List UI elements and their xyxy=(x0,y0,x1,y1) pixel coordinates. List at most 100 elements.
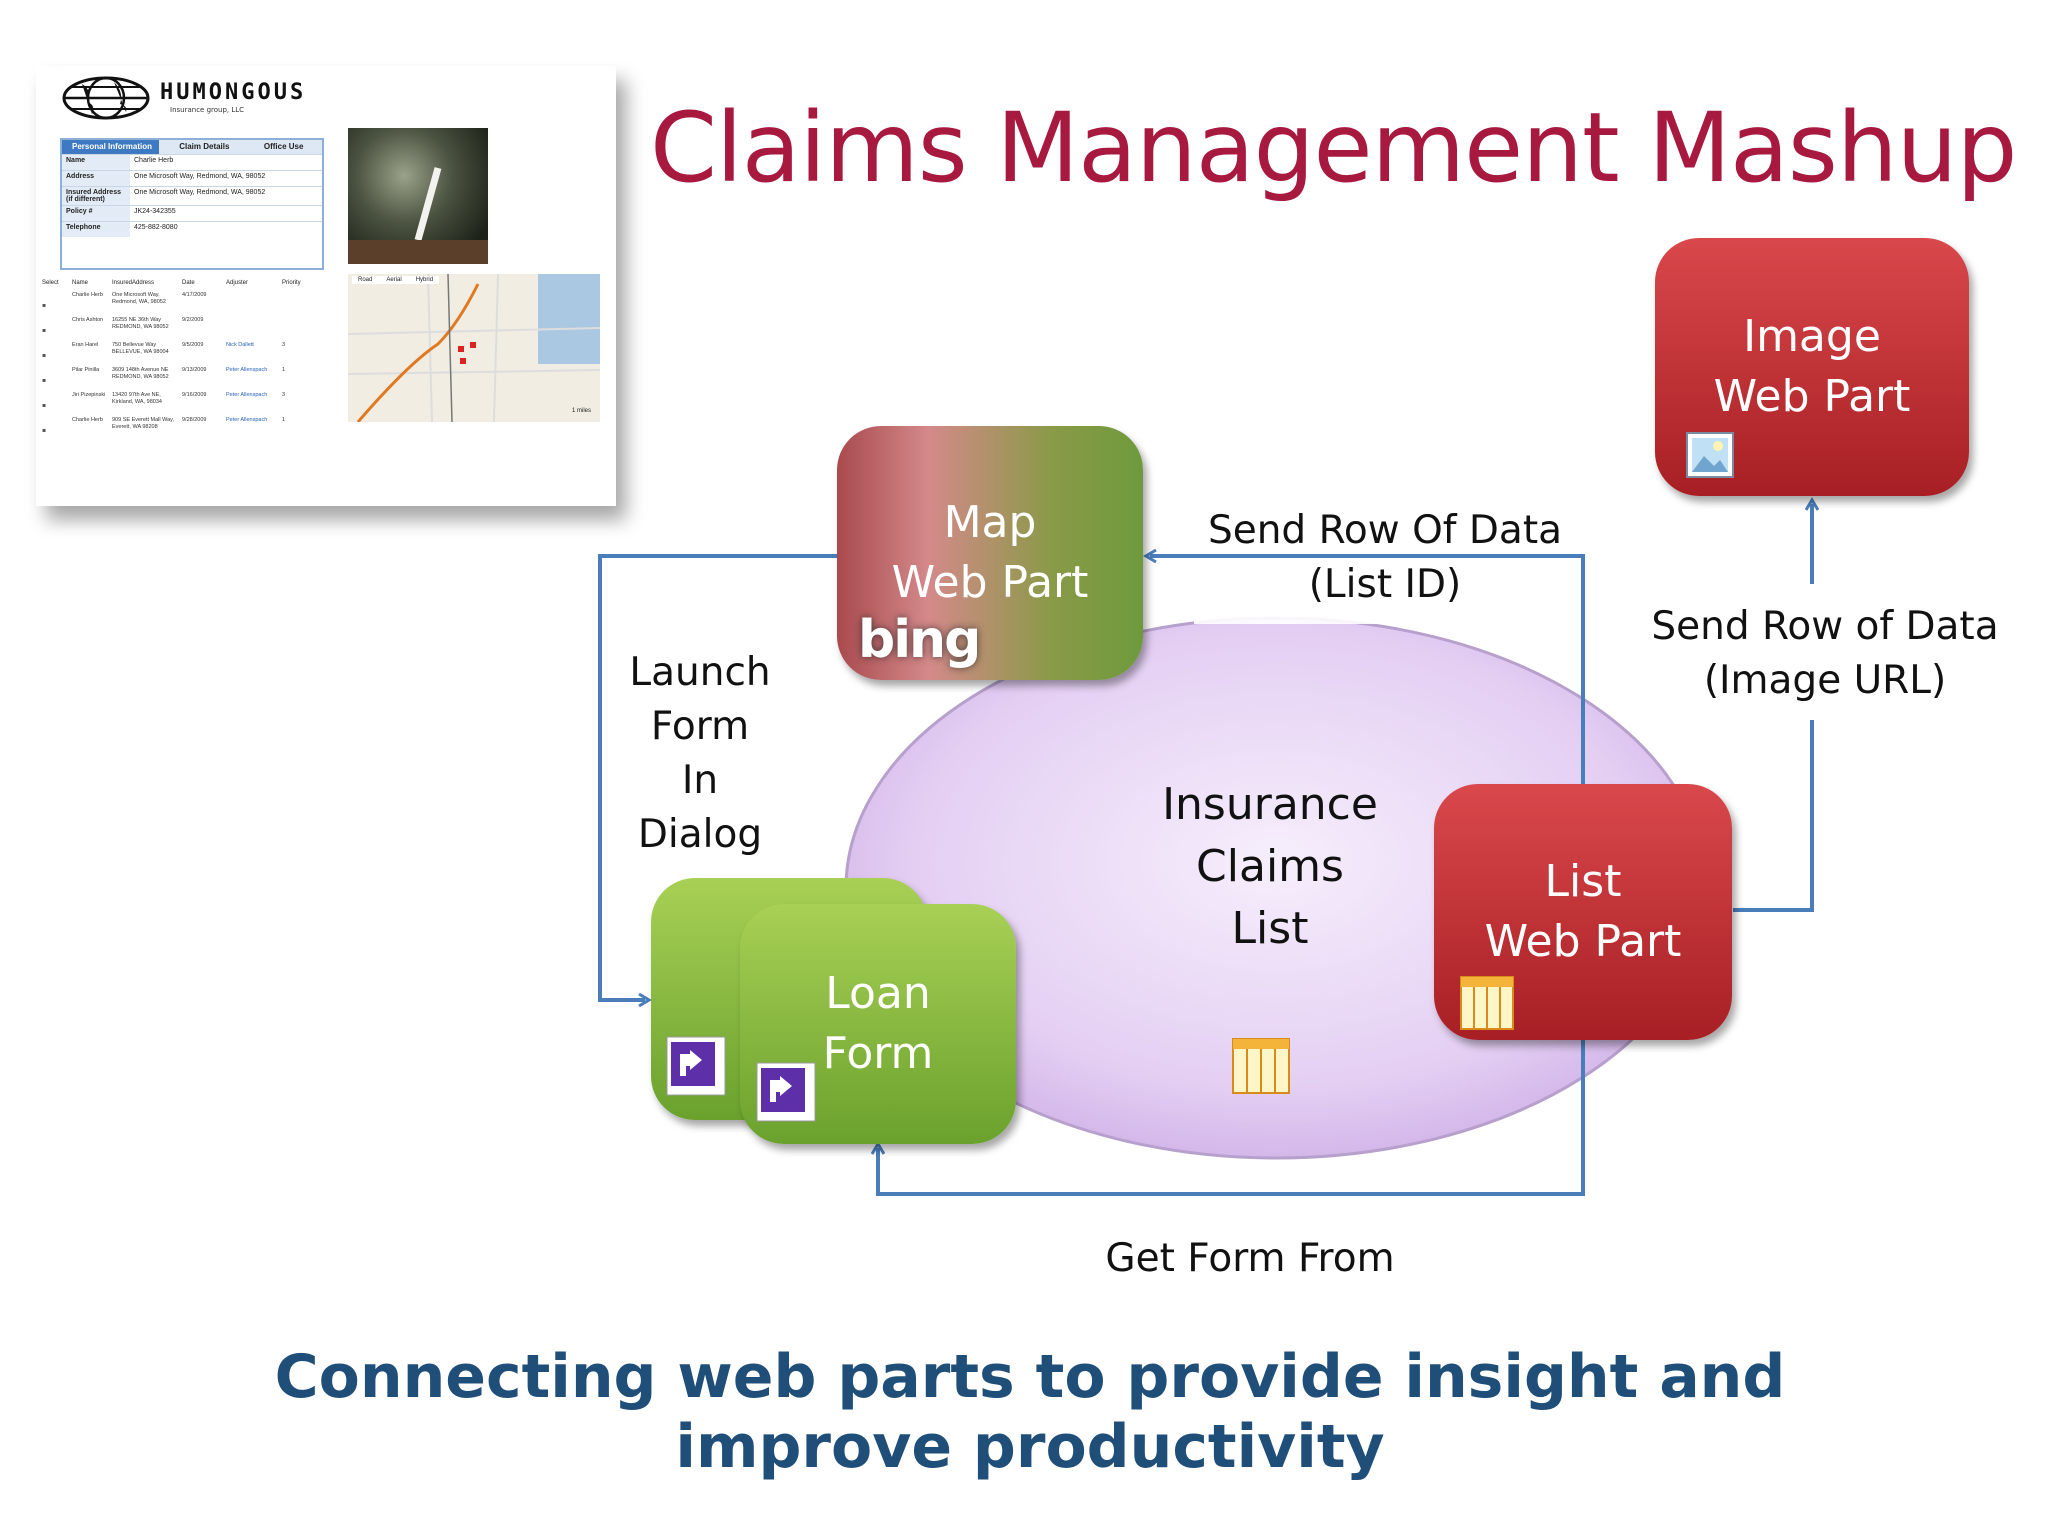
form-field-value[interactable]: One Microsoft Way, Redmond, WA, 98052 xyxy=(134,173,266,180)
send-list-id-line1: Send Row Of Data xyxy=(1207,508,1563,553)
slide-title: Claims Management Mashup xyxy=(650,92,2017,204)
list-row[interactable]: ▪ Jiri Pizepinski 13420 97th Ave NE, Kirkl… xyxy=(42,392,342,411)
list-cell: 9/2/2009 xyxy=(182,317,204,323)
send-image-url-line1: Send Row of Data xyxy=(1651,604,1999,649)
list-web-part-box[interactable]: List Web Part xyxy=(1434,784,1732,1040)
get-form-label: Get Form From xyxy=(1105,1236,1395,1281)
launch-form-connector xyxy=(598,554,838,1000)
map-thumbnail: Road Aerial Hybrid 1 miles xyxy=(348,274,600,422)
list-cell: 13420 97th Ave NE, Kirkland, WA, 98034 xyxy=(112,392,162,405)
infopath-icon xyxy=(666,1036,726,1096)
subtitle-line2: improve productivity xyxy=(675,1412,1385,1482)
list-cell: 9/13/2009 xyxy=(182,367,207,373)
list-cell: 3609 148th Avenue NE REDMOND, WA 98052 xyxy=(112,367,169,380)
map-tab-aerial[interactable]: Aerial xyxy=(386,277,402,283)
form-field-row: Name Charlie Herb xyxy=(62,154,322,170)
launch-form-line1: Launch xyxy=(629,650,771,695)
loan-form-line1: Loan xyxy=(825,968,931,1019)
form-field-label: Telephone xyxy=(62,222,130,237)
tab-personal-information[interactable]: Personal Information xyxy=(62,140,160,154)
company-name: HUMONGOUS xyxy=(160,80,307,105)
list-header-cell[interactable]: Select xyxy=(42,280,59,286)
tab-claim-details[interactable]: Claim Details xyxy=(179,142,230,151)
image-web-part-line1: Image xyxy=(1743,311,1881,362)
app-screenshot-thumbnail: HUMONGOUS Insurance group, LLC Personal … xyxy=(36,66,616,506)
infopath-icon xyxy=(756,1062,816,1122)
row-select-icon[interactable]: ▪ xyxy=(42,377,47,384)
claim-form: Personal Information Claim Details Offic… xyxy=(60,138,324,270)
list-header-cell[interactable]: Adjuster xyxy=(226,280,249,286)
list-cell: 9/16/2009 xyxy=(182,392,207,398)
list-header-cell[interactable]: Priority xyxy=(282,280,301,286)
row-select-icon[interactable]: ▪ xyxy=(42,427,47,434)
form-field-row: Insured Address (if different) One Micros… xyxy=(62,186,322,205)
picture-icon xyxy=(1686,432,1734,478)
list-header-cell[interactable]: InsuredAddress xyxy=(112,280,155,286)
list-cell: 3 xyxy=(282,342,286,348)
form-field-row: Telephone 425-882-8080 xyxy=(62,221,322,237)
form-field-value[interactable]: Charlie Herb xyxy=(134,157,174,164)
row-select-icon[interactable]: ▪ xyxy=(42,327,47,334)
row-select-icon[interactable]: ▪ xyxy=(42,302,47,309)
list-header-cell[interactable]: Name xyxy=(72,280,89,286)
tab-office-use[interactable]: Office Use xyxy=(263,142,304,151)
map-tab-road[interactable]: Road xyxy=(358,277,373,283)
form-field-label: Policy # xyxy=(62,206,130,221)
table-icon xyxy=(1460,976,1514,1030)
send-image-url-label: Send Row of Data (Image URL) xyxy=(1640,600,2010,708)
get-form-connector xyxy=(878,1040,1585,1196)
list-cell: 750 Bellevue Way BELLEVUE, WA 98004 xyxy=(112,342,169,355)
map-web-part-box[interactable]: Map Web Part xyxy=(837,426,1143,680)
form-field-label: Address xyxy=(62,171,130,186)
list-cell: 1 xyxy=(282,367,286,373)
list-row[interactable]: ▪ Chris Ashton 16255 NE 36th Way REDMOND, … xyxy=(42,317,342,336)
image-web-part-line2: Web Part xyxy=(1713,371,1911,422)
list-cell: Peter Allenspach xyxy=(226,392,268,398)
form-field-value[interactable]: One Microsoft Way, Redmond, WA, 98052 xyxy=(134,189,266,196)
row-select-icon[interactable]: ▪ xyxy=(42,352,47,359)
row-select-icon[interactable]: ▪ xyxy=(42,402,47,409)
list-cell: Pilar Pinilla xyxy=(72,367,100,373)
insurance-claims-list-label: Insurance Claims List xyxy=(1140,774,1400,960)
list-cell: Chris Ashton xyxy=(72,317,104,323)
list-cell: 9/28/2009 xyxy=(182,417,207,423)
list-cell: 16255 NE 36th Way REDMOND, WA 98052 xyxy=(112,317,169,330)
send-list-id-label: Send Row Of Data (List ID) xyxy=(1190,504,1580,612)
list-row[interactable]: ▪ Pilar Pinilla 3609 148th Avenue NE REDMO… xyxy=(42,367,342,386)
insurance-claims-line2: Claims xyxy=(1196,841,1344,892)
form-field-value[interactable]: JK24-342355 xyxy=(134,208,176,215)
list-cell: Eran Harel xyxy=(72,342,99,348)
launch-form-line3: In xyxy=(681,758,719,803)
send-image-url-line2: (Image URL) xyxy=(1703,658,1947,703)
form-field-value[interactable]: 425-882-8080 xyxy=(134,224,178,231)
loan-form-line2: Form xyxy=(822,1028,934,1079)
map-scale: 1 miles xyxy=(572,408,592,414)
send-list-id-connector xyxy=(1150,556,1585,785)
slide-subtitle: Connecting web parts to provide insight … xyxy=(230,1342,1830,1482)
form-field-label: Insured Address (if different) xyxy=(62,187,130,205)
list-row[interactable]: ▪ Eran Harel 750 Bellevue Way BELLEVUE, WA… xyxy=(42,342,342,361)
list-cell: Peter Allenspach xyxy=(226,367,268,373)
list-header-cell[interactable]: Date xyxy=(182,280,195,286)
launch-form-line2: Form xyxy=(650,704,750,749)
form-field-row: Address One Microsoft Way, Redmond, WA, 9… xyxy=(62,170,322,186)
list-cell: Peter Allenspach xyxy=(226,417,268,423)
send-image-url-connector xyxy=(1733,720,1814,912)
list-cell: 4/17/2009 xyxy=(182,292,207,298)
map-web-part-line1: Map xyxy=(943,497,1037,548)
table-icon xyxy=(1232,1038,1290,1094)
list-cell: Jiri Pizepinski xyxy=(72,392,106,398)
form-field-label: Name xyxy=(62,155,130,170)
map-web-part-line2: Web Part xyxy=(891,557,1089,608)
list-web-part-line2: Web Part xyxy=(1484,916,1682,967)
insurance-claims-line3: List xyxy=(1231,903,1309,954)
send-list-id-line2: (List ID) xyxy=(1308,562,1462,607)
insurance-claims-line1: Insurance xyxy=(1162,779,1378,830)
map-tab-hybrid[interactable]: Hybrid xyxy=(415,277,434,283)
company-subtitle: Insurance group, LLC xyxy=(170,106,245,114)
claims-list: Select Name InsuredAddress Date Adjuster Prio… xyxy=(42,280,342,480)
launch-form-label: Launch Form In Dialog xyxy=(610,646,790,862)
list-cell: 909 SE Everett Mall Way, Everett, WA 982… xyxy=(112,417,175,430)
